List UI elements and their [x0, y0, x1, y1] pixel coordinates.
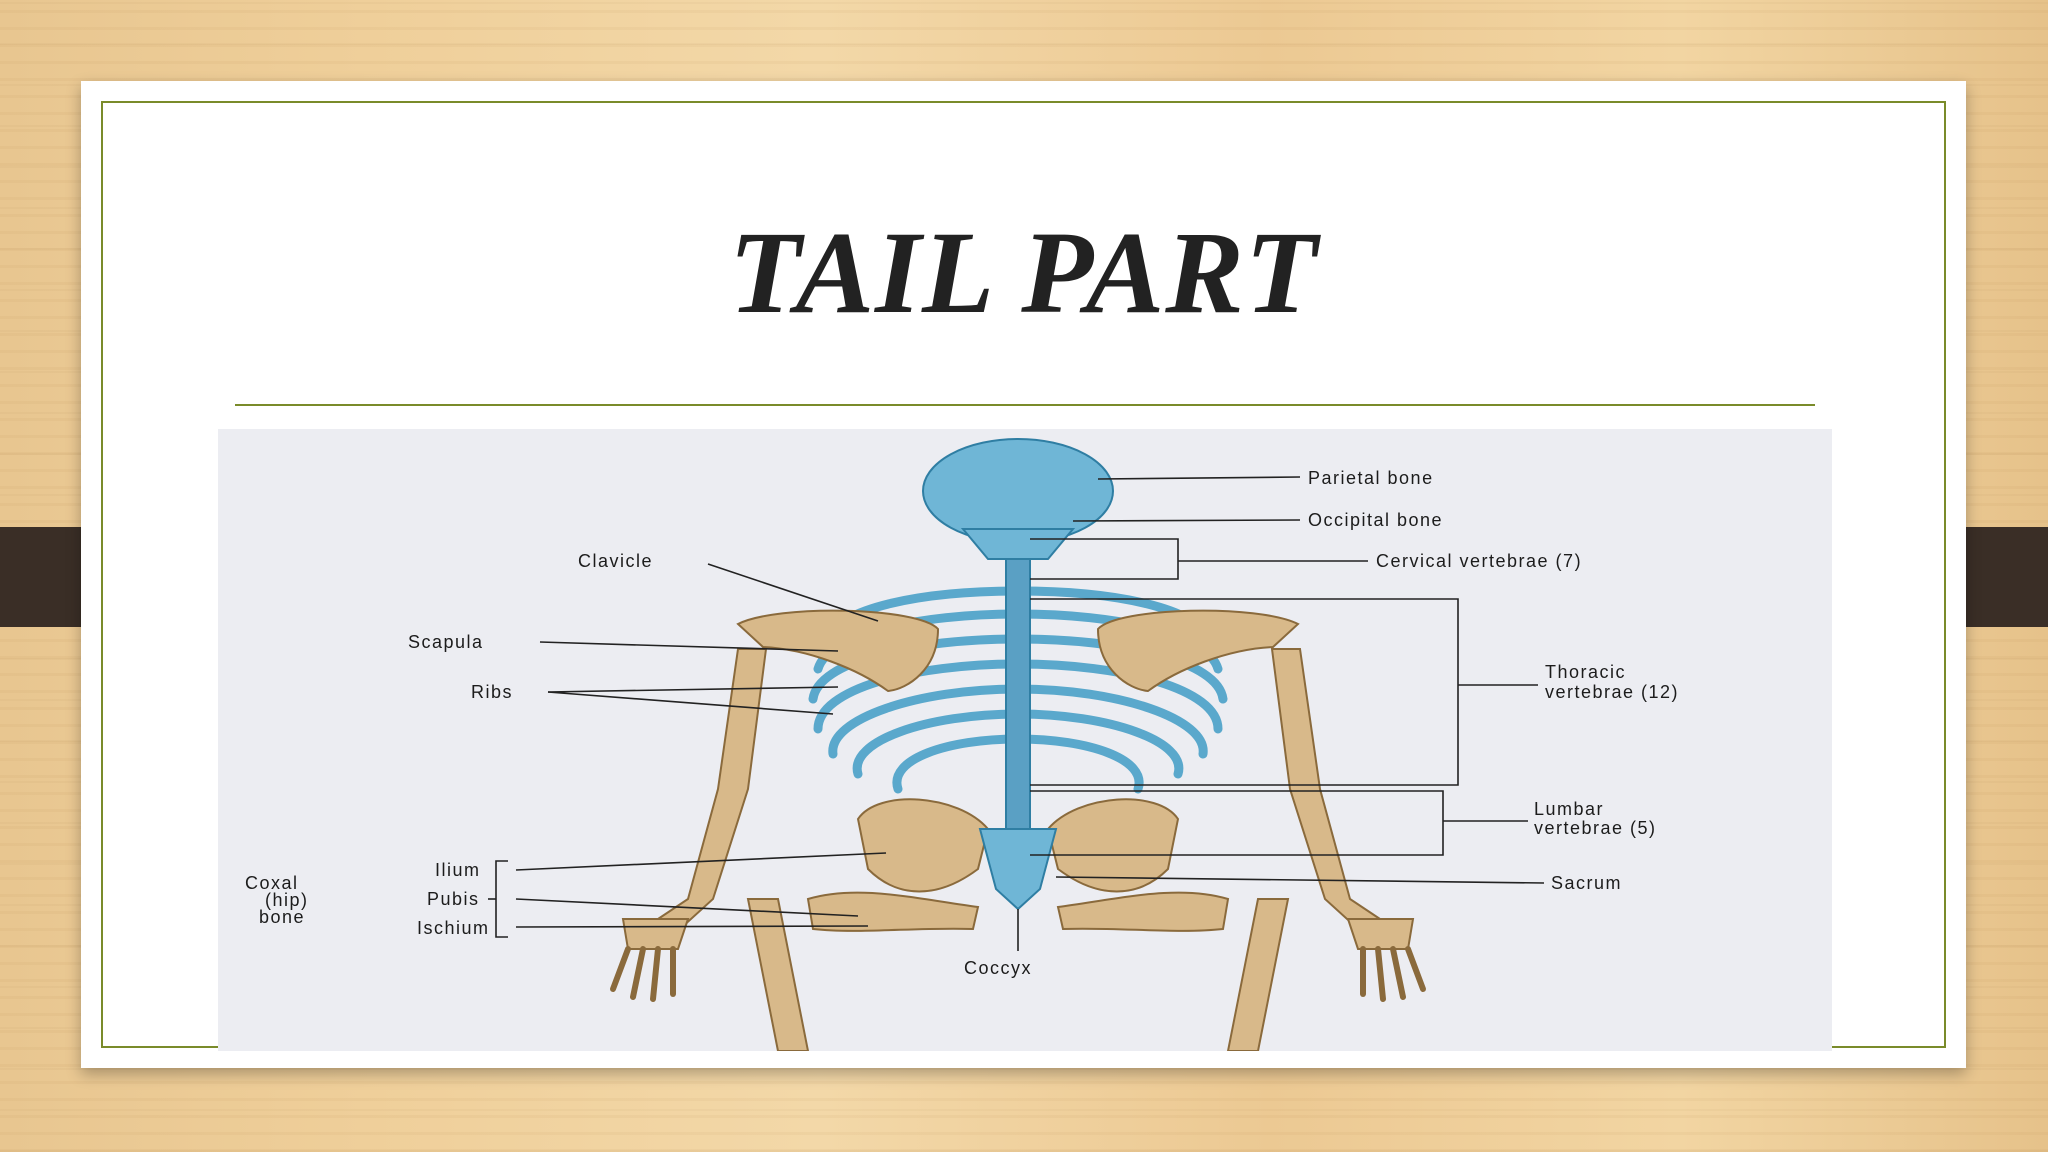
label-lumbar-2: vertebrae (5) — [1534, 818, 1657, 838]
label-scapula: Scapula — [408, 632, 484, 652]
label-sacrum: Sacrum — [1551, 873, 1622, 893]
skeleton-illustration: Parietal bone Occipital bone Cervical ve… — [245, 438, 1679, 1051]
label-coccyx: Coccyx — [964, 958, 1032, 978]
right-hand — [1346, 918, 1426, 1002]
left-pubis-ischium — [806, 891, 980, 932]
right-arm — [1270, 648, 1383, 931]
left-femur — [746, 898, 810, 1051]
right-femur — [1226, 898, 1290, 1051]
right-scapula — [1096, 609, 1300, 693]
skeleton-diagram: Parietal bone Occipital bone Cervical ve… — [218, 429, 1832, 1051]
label-occipital-bone: Occipital bone — [1308, 510, 1443, 530]
skull — [922, 438, 1114, 544]
title-divider — [235, 404, 1815, 406]
left-hand — [610, 918, 690, 1002]
rib-cage — [808, 586, 1228, 794]
right-pubis-ischium — [1056, 891, 1230, 932]
left-arm — [655, 648, 768, 931]
label-parietal-bone: Parietal bone — [1308, 468, 1434, 488]
label-coxal-3: bone — [259, 907, 305, 927]
label-coxal-2: (hip) — [265, 890, 309, 910]
label-pubis: Pubis — [427, 889, 480, 909]
label-ilium: Ilium — [435, 860, 481, 880]
label-clavicle: Clavicle — [578, 551, 653, 571]
label-ischium: Ischium — [417, 918, 490, 938]
slide-title: TAIL PART — [728, 207, 1319, 338]
label-thoracic-1: Thoracic — [1545, 662, 1626, 682]
label-lumbar-1: Lumbar — [1534, 799, 1604, 819]
occipital-region — [960, 528, 1076, 560]
left-ilium — [856, 798, 990, 893]
label-cervical-vertebrae: Cervical vertebrae (7) — [1376, 551, 1582, 571]
slide: TAIL PART — [81, 81, 1966, 1068]
label-coxal-1: Coxal — [245, 873, 299, 893]
leader-lines — [488, 476, 1545, 951]
sacrum — [978, 828, 1058, 911]
label-thoracic-2: vertebrae (12) — [1545, 682, 1679, 702]
label-ribs: Ribs — [471, 682, 513, 702]
right-ilium — [1046, 798, 1180, 893]
